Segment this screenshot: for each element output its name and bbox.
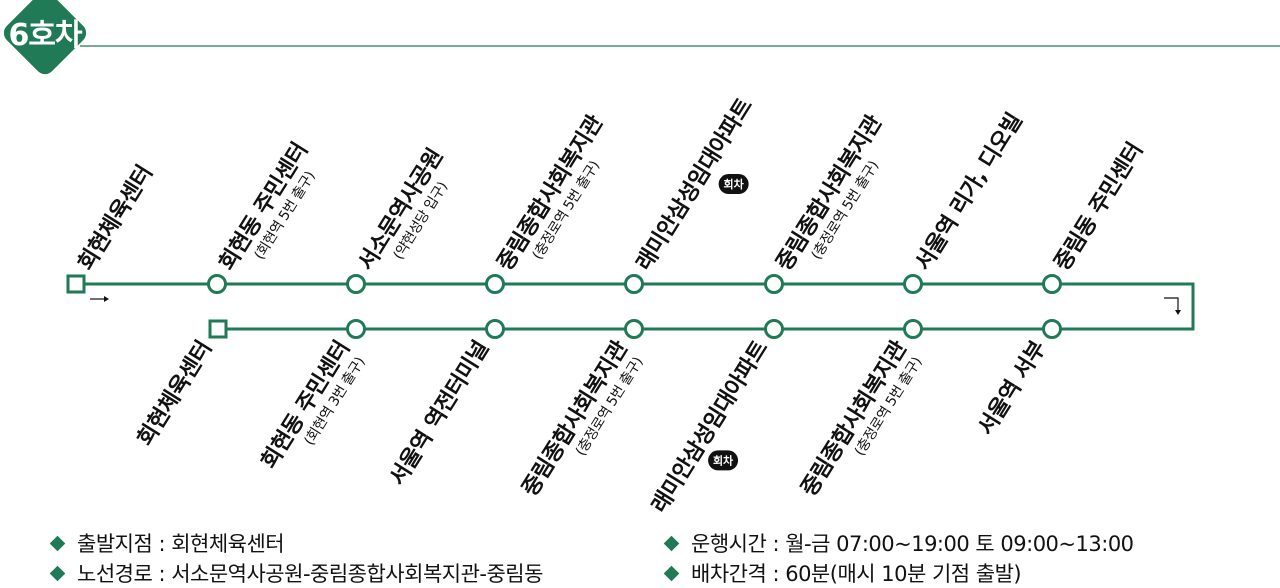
outbound-stop-7: 중림동 주민센터 bbox=[1042, 139, 1148, 294]
stop-label: 회현체육센터 bbox=[133, 337, 217, 451]
turnaround-tag: 회차 bbox=[708, 450, 739, 471]
info-path: 노선경로 : 서소문역사공원-중림종합사회복지관-중림동 bbox=[49, 558, 543, 588]
stop-label: 서울역 역전터미널 bbox=[385, 337, 494, 490]
stop-marker bbox=[207, 274, 227, 294]
stops-layer: 회현체육센터 회현동 주민센터(회현역 5번 출구) 서소문역사공원(약현성당 입구… bbox=[66, 94, 1148, 518]
stop-marker bbox=[764, 319, 784, 339]
stop-name: 서울역 역전터미널 bbox=[385, 337, 494, 490]
stop-label: 중림동 주민센터 bbox=[1050, 139, 1148, 276]
diamond-bullet-icon bbox=[663, 565, 680, 581]
turnaround-pill bbox=[708, 450, 739, 471]
stop-marker bbox=[624, 319, 644, 339]
stop-name: 회현체육센터 bbox=[133, 337, 217, 451]
route-badge bbox=[3, 0, 87, 75]
stop-name: 회현체육센터 bbox=[74, 161, 158, 275]
info-hours: 운행시간 : 월-금 07:00~19:00 토 09:00~13:00 bbox=[663, 528, 1134, 558]
stop-label: 중림종합사회복지관(충정로역 5번 출구) bbox=[517, 336, 646, 501]
inbound-stop-0: 회현체육센터 bbox=[133, 319, 228, 451]
stop-marker bbox=[903, 274, 923, 294]
info-start: 출발지점 : 회현체육센터 bbox=[49, 528, 285, 558]
stop-label: 서소문역사공원(약현성당 입구) bbox=[354, 145, 451, 275]
diamond-bullet-icon bbox=[49, 535, 66, 551]
inbound-stop-6: 서울역 서부 bbox=[974, 319, 1062, 440]
diamond-bullet-icon bbox=[49, 565, 66, 581]
stop-label: 서울역 리가, 디오빌 bbox=[911, 109, 1028, 275]
turnaround-text: 회차 bbox=[713, 453, 734, 467]
direction-arrow-down bbox=[1164, 297, 1181, 315]
turnaround-pill bbox=[718, 174, 749, 195]
outbound-stop-5: 중림종합사회복지관(충정로역 5번 출구) bbox=[764, 111, 887, 294]
diamond-bullet-icon bbox=[663, 535, 680, 551]
turnaround-text: 회차 bbox=[724, 177, 745, 191]
stop-marker bbox=[1042, 274, 1062, 294]
stop-label: 회현체육센터 bbox=[74, 161, 158, 275]
stop-marker bbox=[764, 274, 784, 294]
stop-label: 중림종합사회복지관(충정로역 5번 출구) bbox=[771, 111, 887, 276]
stop-name: 래미안삼성임대아파트 bbox=[647, 337, 773, 518]
stop-label: 회현동 주민센터(회현역 5번 출구) bbox=[215, 139, 319, 276]
turnaround-tag: 회차 bbox=[718, 174, 749, 195]
stop-marker bbox=[346, 274, 366, 294]
outbound-stop-6: 서울역 리가, 디오빌 bbox=[903, 109, 1028, 294]
route-badge-label: 6호차 bbox=[8, 18, 82, 53]
inbound-stop-5: 중림종합사회복지관(충정로역 5번 출구) bbox=[796, 319, 925, 501]
stop-marker bbox=[485, 274, 505, 294]
route-path-text: 노선경로 : 서소문역사공원-중림종합사회복지관-중림동 bbox=[77, 562, 543, 586]
stop-marker bbox=[485, 319, 505, 339]
terminal-marker bbox=[208, 319, 228, 339]
stop-label: 서울역 서부 bbox=[974, 337, 1051, 440]
stop-marker bbox=[624, 274, 644, 294]
stop-label: 중림종합사회복지관(충정로역 5번 출구) bbox=[492, 111, 608, 276]
stop-marker bbox=[346, 319, 366, 339]
stop-name: 서울역 리가, 디오빌 bbox=[911, 109, 1028, 275]
stop-name: 중림동 주민센터 bbox=[1050, 139, 1148, 276]
outbound-stop-2: 서소문역사공원(약현성당 입구) bbox=[346, 145, 451, 294]
start-point-text: 출발지점 : 회현체육센터 bbox=[77, 532, 285, 556]
stop-marker bbox=[903, 319, 923, 339]
stop-label: 중림종합사회복지관(충정로역 5번 출구) bbox=[796, 336, 925, 501]
inbound-stop-2: 서울역 역전터미널 bbox=[385, 319, 505, 490]
outbound-stop-0: 회현체육센터 bbox=[66, 161, 158, 294]
terminal-marker bbox=[66, 274, 86, 294]
stop-name: 중림종합사회복지관 bbox=[517, 336, 633, 501]
info-interval: 배차간격 : 60분(매시 10분 기점 출발) bbox=[663, 558, 1022, 588]
inbound-stop-1: 회현동 주민센터(회현역 3번 출구) bbox=[257, 319, 368, 474]
outbound-stop-3: 중림종합사회복지관(충정로역 5번 출구) bbox=[485, 111, 608, 294]
stop-name: 서울역 서부 bbox=[974, 337, 1051, 440]
stop-marker bbox=[1042, 319, 1062, 339]
interval-text: 배차간격 : 60분(매시 10분 기점 출발) bbox=[691, 562, 1022, 586]
outbound-stop-1: 회현동 주민센터(회현역 5번 출구) bbox=[207, 139, 319, 294]
stop-label: 회현동 주민센터(회현역 3번 출구) bbox=[257, 337, 368, 474]
operating-hours-text: 운행시간 : 월-금 07:00~19:00 토 09:00~13:00 bbox=[691, 532, 1134, 556]
direction-arrow-right bbox=[90, 296, 109, 302]
stop-name: 중림종합사회복지관 bbox=[796, 336, 912, 501]
inbound-stop-3: 중림종합사회복지관(충정로역 5번 출구) bbox=[517, 319, 646, 501]
